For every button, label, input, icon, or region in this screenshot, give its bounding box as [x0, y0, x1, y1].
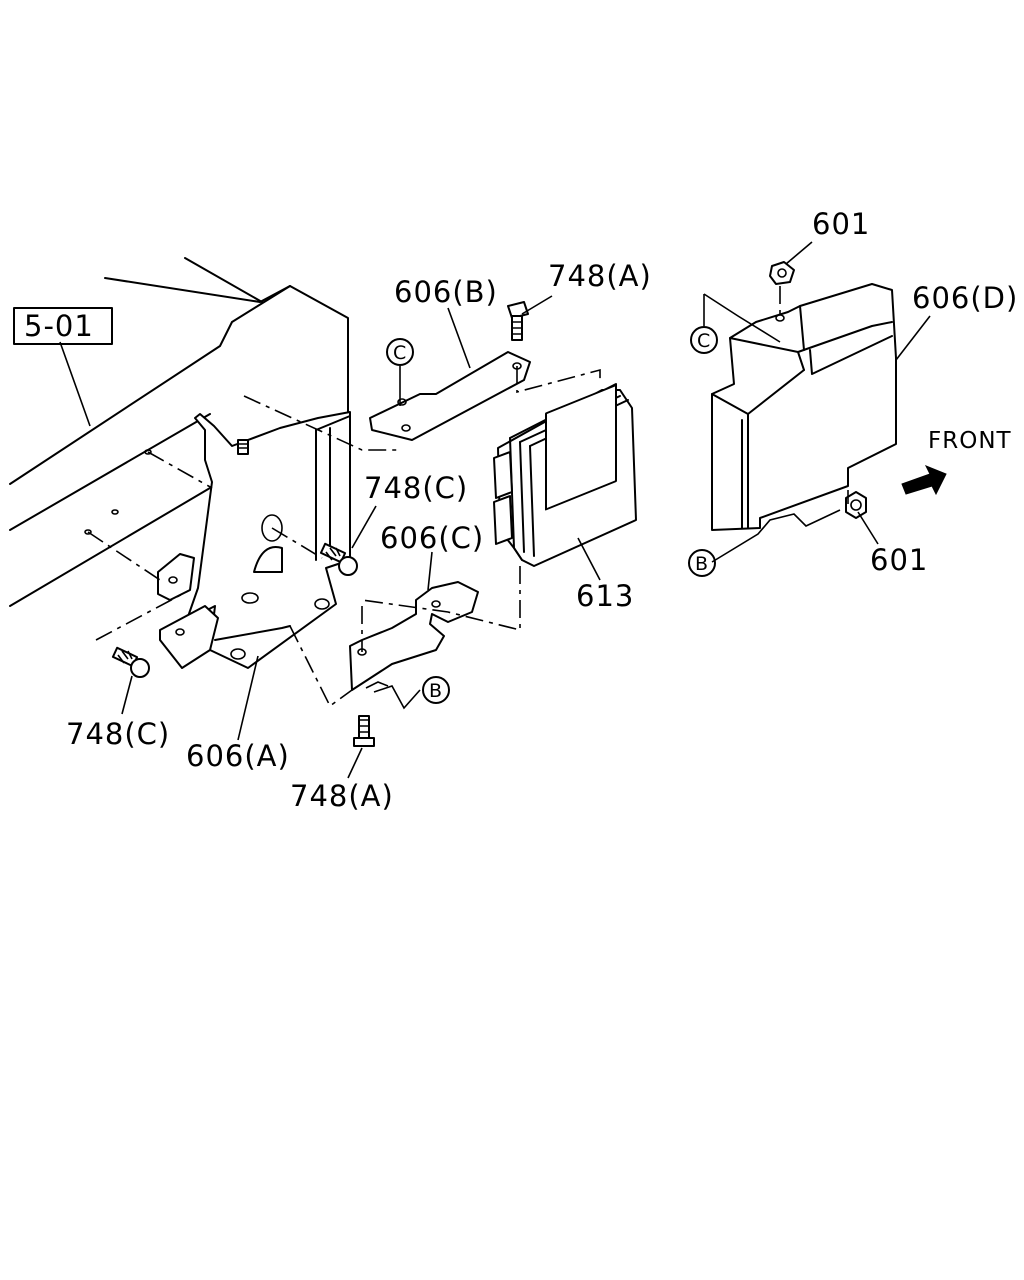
ecu-leader-top — [516, 366, 601, 394]
bolt-748a-top — [507, 301, 529, 341]
bracket-leader — [243, 395, 402, 451]
bolt-748c-mid — [319, 542, 358, 576]
circle-ref-c-right: C — [690, 326, 718, 354]
leader-606a — [237, 655, 259, 741]
leader-b-mid — [373, 685, 421, 710]
label-748a-top: 748(A) — [548, 259, 652, 293]
leader-5-01 — [59, 341, 91, 427]
cover-606d — [711, 283, 897, 531]
bracket-606b — [369, 351, 531, 441]
label-606a: 606(A) — [186, 739, 290, 773]
bracket-606c — [349, 581, 479, 691]
circle-ref-c-left: C — [386, 338, 414, 366]
weld-stud-icon — [237, 439, 249, 455]
front-label: FRONT — [928, 428, 1012, 454]
label-606b: 606(B) — [394, 275, 498, 309]
leader-606c — [427, 551, 433, 591]
bolt-leader-1 — [95, 589, 191, 641]
ecu-leader-bottom — [361, 566, 521, 632]
svg-text:B: B — [695, 553, 708, 575]
ecu-613 — [493, 383, 637, 567]
ref-box — [13, 307, 113, 345]
bracket-a-leader — [289, 625, 353, 708]
bolt-748a-bottom — [353, 715, 375, 747]
leader-748c-mid — [351, 505, 377, 549]
label-748c-left: 748(C) — [66, 717, 170, 751]
circle-ref-b-right: B — [688, 549, 716, 577]
label-748c-mid: 748(C) — [364, 471, 468, 505]
leader-613 — [577, 537, 601, 581]
nut-601-top — [769, 261, 795, 318]
leader-601-bottom — [857, 511, 879, 545]
leader-748c-left — [121, 675, 133, 715]
nut-601-bottom — [845, 490, 867, 519]
leader-601-top — [785, 241, 813, 265]
ref-box-label: 5-01 — [24, 309, 94, 343]
leader-748a-bottom — [347, 747, 363, 779]
circle-ref-b-mid: B — [422, 676, 450, 704]
leader-b-right — [711, 509, 841, 563]
leader-606b — [447, 307, 471, 369]
bracket-606a — [157, 411, 351, 669]
label-601-bottom: 601 — [870, 543, 928, 577]
front-arrow-icon — [901, 465, 947, 496]
leader-606d — [895, 315, 931, 361]
label-606c: 606(C) — [380, 521, 484, 555]
svg-text:B: B — [429, 680, 442, 702]
bolt-748c-left — [111, 646, 150, 678]
hole-leader-1 — [147, 451, 213, 489]
label-601-top: 601 — [812, 207, 870, 241]
svg-text:C: C — [393, 342, 406, 364]
label-606d: 606(D) — [912, 281, 1018, 315]
label-748a-bottom: 748(A) — [290, 779, 394, 813]
hole-leader-2 — [87, 531, 161, 581]
leader-c-right — [703, 293, 781, 343]
svg-text:C: C — [697, 330, 710, 352]
label-613: 613 — [576, 579, 634, 613]
bolt-leader-2 — [271, 527, 323, 559]
leader-748a-top — [521, 295, 553, 315]
